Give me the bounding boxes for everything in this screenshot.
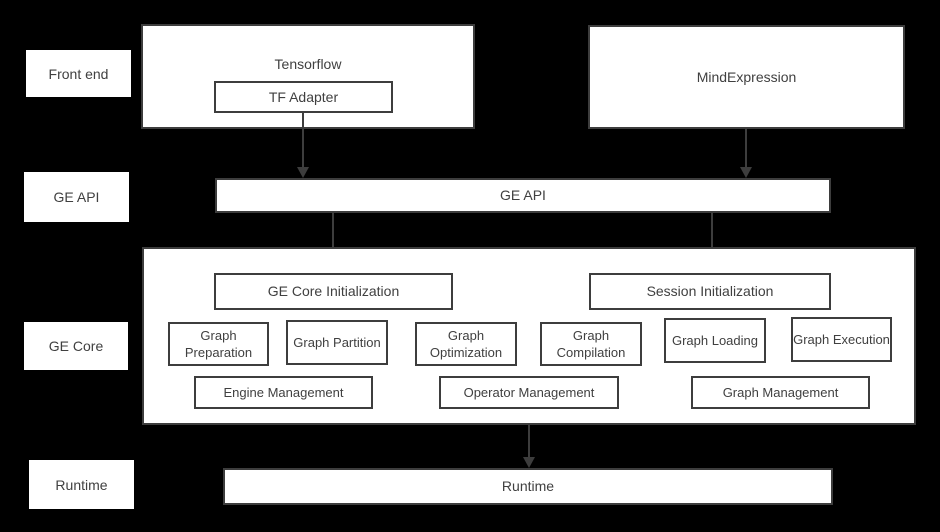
- tensorflow-label: Tensorflow: [274, 56, 342, 72]
- graph-loading-box: Graph Loading: [664, 318, 766, 363]
- ge-core-initialization-box: GE Core Initialization: [214, 273, 453, 310]
- tf-adapter-box: TF Adapter: [214, 81, 393, 113]
- operator-management-box: Operator Management: [439, 376, 619, 409]
- arrow-ge-core-to-runtime: [523, 425, 535, 468]
- engine-management-box: Engine Management: [194, 376, 373, 409]
- session-initialization-box: Session Initialization: [589, 273, 831, 310]
- ge-api-bar: GE API: [215, 178, 831, 213]
- graph-optimization-box: Graph Optimization: [415, 322, 517, 366]
- ge-core-box: GE Core Initialization Session Initializ…: [142, 247, 916, 425]
- graph-execution-box: Graph Execution: [791, 317, 892, 362]
- graph-partition-box: Graph Partition: [286, 320, 388, 365]
- row-label-runtime: Runtime: [29, 460, 134, 509]
- arrow-tf-adapter-to-ge-api: [297, 113, 309, 178]
- row-label-front-end: Front end: [26, 50, 131, 97]
- graph-compilation-box: Graph Compilation: [540, 322, 642, 366]
- row-label-ge-api: GE API: [24, 172, 129, 222]
- arrow-mindexpression-to-ge-api: [740, 129, 752, 178]
- tensorflow-box: Tensorflow TF Adapter: [141, 24, 475, 129]
- row-label-ge-core: GE Core: [24, 322, 128, 370]
- runtime-bar: Runtime: [223, 468, 833, 505]
- graph-management-box: Graph Management: [691, 376, 870, 409]
- graph-preparation-box: Graph Preparation: [168, 322, 269, 366]
- mindexpression-box: MindExpression: [588, 25, 905, 129]
